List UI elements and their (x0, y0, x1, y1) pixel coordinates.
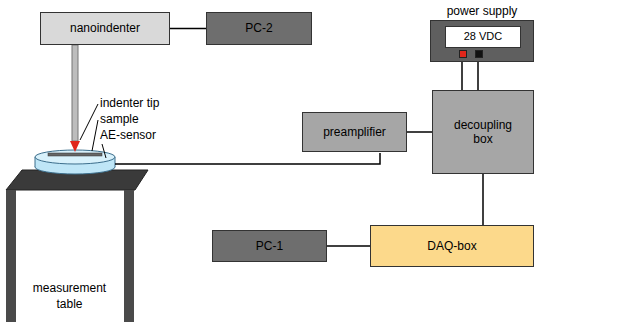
pc-box: PC-2 (206, 12, 312, 45)
indenter-rod (72, 45, 78, 141)
voltage-display: 28 VDC (445, 26, 521, 48)
wire-connector (407, 131, 432, 133)
wire-connector (461, 62, 463, 90)
table-leg (124, 190, 134, 322)
node-heading: power supply (421, 4, 543, 18)
power-supply: power supply28 VDC (430, 20, 534, 62)
table-leg (6, 190, 16, 322)
part-label: indenter tip (100, 96, 159, 110)
preamplifier-box: preamplifier (302, 112, 407, 152)
nanoindenter-box: nanoindenter (40, 12, 170, 45)
leader-line (102, 144, 106, 158)
node-label: PC-2 (245, 21, 272, 35)
wire-connector (170, 28, 206, 30)
part-label: measurement table (22, 280, 117, 312)
terminal (475, 50, 483, 58)
decoupling-box: decoupling box (432, 90, 534, 174)
wire-connector (327, 245, 370, 247)
sample (48, 153, 102, 156)
daq-box: DAQ-box (370, 225, 534, 267)
terminal (459, 50, 467, 58)
indenter-tip (70, 141, 80, 152)
part-label: sample (100, 112, 139, 126)
node-label: 28 VDC (464, 30, 503, 43)
ae-sensor-top (35, 150, 115, 164)
node-label: DAQ-box (427, 239, 476, 253)
part-label: AE-sensor (100, 128, 156, 142)
pc-box: PC-1 (212, 230, 327, 262)
leader-line (92, 120, 98, 151)
node-label: nanoindenter (70, 21, 140, 35)
wire-connector (482, 174, 484, 225)
node-label: PC-1 (256, 239, 283, 253)
node-label: decoupling box (443, 118, 523, 147)
node-label: preamplifier (323, 125, 386, 139)
sensor-cable (115, 153, 380, 164)
wire-connector (477, 62, 479, 90)
